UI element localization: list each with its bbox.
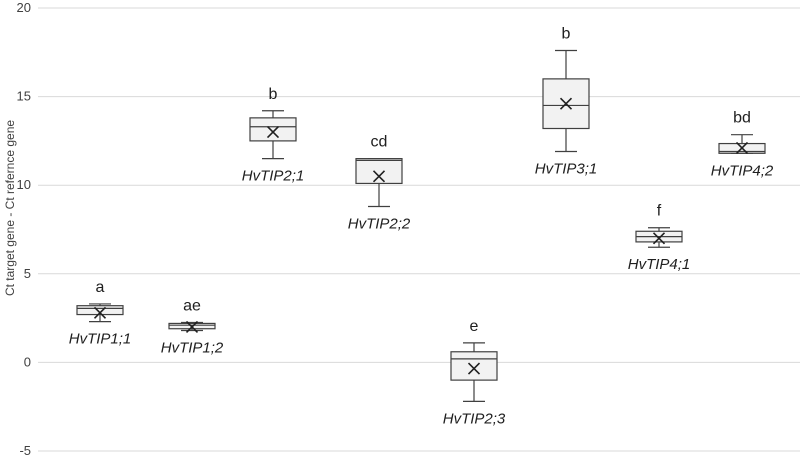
box-1 [168,320,216,334]
gene-label: HvTIP2;1 [242,168,305,185]
significance-letter: e [470,318,479,335]
grid-lines [38,7,800,452]
boxes [76,49,766,402]
box-6 [635,227,683,248]
gene-label: HvTIP4;1 [628,256,691,273]
iqr-box [355,158,403,185]
gene-label: HvTIP1;2 [161,340,224,357]
significance-letter: b [562,26,571,43]
mean-marker [735,141,749,155]
significance-letter: f [657,203,662,220]
mean-marker [266,125,280,139]
mean-marker [93,306,107,319]
significance-letter: cd [371,134,388,151]
y-tick-label: 10 [17,177,31,192]
significance-letter: b [269,86,278,103]
significance-letter: a [96,279,105,296]
iqr-box [76,305,124,316]
gene-label: HvTIP1;1 [69,331,132,348]
mean-marker [372,170,386,183]
significance-letter: bd [733,110,751,127]
y-tick-label: 20 [17,0,31,15]
significance-letter: ae [183,298,201,315]
mean-marker [185,320,199,334]
box-4 [450,342,498,402]
box-2 [249,110,297,160]
gene-label: HvTIP4;2 [711,162,774,179]
box-7 [718,134,766,155]
gene-label: HvTIP2;2 [348,215,411,232]
y-tick-label: -5 [19,443,31,458]
mean-marker [467,362,481,375]
iqr-box [249,117,297,142]
box-3 [355,158,403,208]
gene-label: HvTIP2;3 [443,410,506,427]
box-0 [76,303,124,323]
y-tick-label: 15 [17,89,31,104]
mean-marker [559,97,573,110]
y-tick-label: 5 [24,266,31,281]
box-5 [542,49,590,153]
labels: aHvTIP1;1aeHvTIP1;2bHvTIP2;1cdHvTIP2;2eH… [69,26,774,428]
y-axis-ticks: -5 0 5 10 15 20 [17,0,31,458]
iqr-box [450,351,498,381]
y-tick-label: 0 [24,354,31,369]
mean-marker [652,232,666,245]
y-axis-title: Ct target gene - Ct refernce gene [3,120,17,296]
gene-label: HvTIP3;1 [535,161,598,178]
